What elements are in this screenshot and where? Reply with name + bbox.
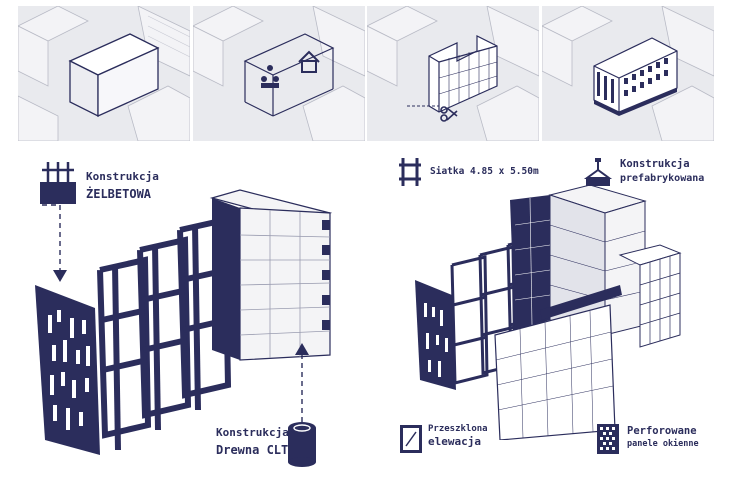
- concrete-wall-icon: [40, 162, 76, 204]
- grid-label: Siatka 4.85 x 5.50m: [430, 166, 539, 177]
- house-icon: [298, 50, 320, 73]
- clt-tower: [209, 189, 333, 361]
- structure-assembly-right: [415, 185, 682, 440]
- glazed-label-line1: Przeszklona: [428, 424, 488, 434]
- step-3-cut: [367, 6, 539, 141]
- crane-hook-icon: [583, 158, 613, 186]
- concrete-wall: [35, 285, 100, 455]
- clt-label-line1: Konstrukcja: [216, 426, 289, 439]
- glazed-label-line2: elewacja: [428, 435, 481, 448]
- structure-explosion-left: [35, 189, 333, 455]
- perforated-label-line2: panele okienne: [627, 439, 699, 449]
- prefab-label-line2: prefabrykowana: [620, 173, 705, 184]
- glazed-window-icon: [400, 425, 422, 453]
- perforated-label-line1: Perforowane: [627, 425, 697, 437]
- people-icon: [261, 65, 279, 88]
- step-2-program: [193, 6, 365, 141]
- clt-label-line2: Drewna CLT: [216, 443, 289, 457]
- concrete-label-line2: ŻELBETOWA: [86, 187, 152, 201]
- scissors-icon: [440, 106, 458, 122]
- step-4-final: [542, 6, 714, 141]
- concrete-label-line1: Konstrukcja: [86, 170, 159, 183]
- perforated-panel-icon: [597, 424, 619, 454]
- clt-log-icon: [288, 422, 316, 467]
- prefab-label-line1: Konstrukcja: [620, 158, 690, 170]
- step-1-massing: [18, 6, 190, 141]
- grid-frame-icon: [399, 158, 421, 186]
